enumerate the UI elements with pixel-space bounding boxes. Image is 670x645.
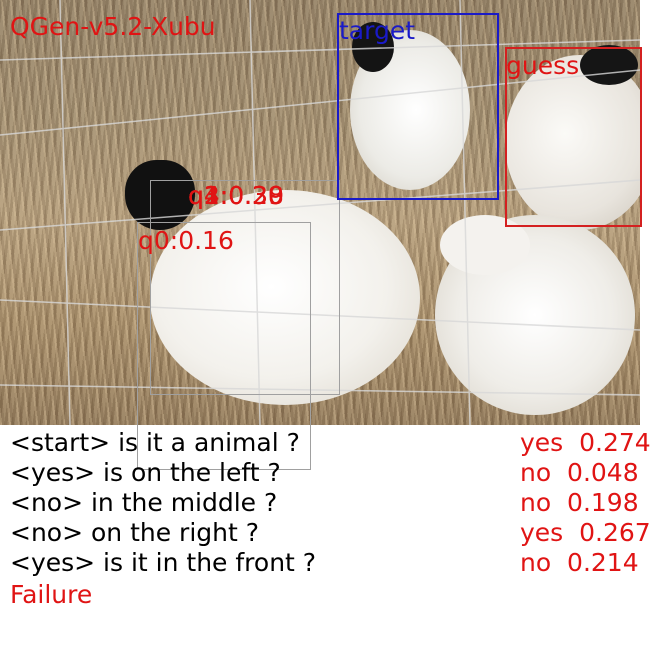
target-label: target: [339, 16, 416, 45]
score-label-q4: q4:0.20: [188, 181, 284, 210]
guess-label: guess: [506, 51, 580, 80]
sheep-target-head: [352, 22, 394, 72]
candidate-box-q0: [137, 222, 311, 470]
sheep-main: [150, 190, 420, 405]
dialog-answer-2: no 0.048: [520, 458, 639, 487]
dialog-answer-3: no 0.198: [520, 488, 639, 517]
result-status: Failure: [10, 580, 93, 609]
guess-bounding-box: [505, 47, 642, 227]
score-label-q2: q2:0.39: [188, 181, 284, 210]
dialog-answer-1: yes 0.274: [520, 428, 651, 457]
dialog-question-3: <no> in the middle ?: [10, 488, 278, 517]
dialog-question-2: <yes> is on the left ?: [10, 458, 281, 487]
dialog-question-5: <yes> is it in the front ?: [10, 548, 317, 577]
dialog-answer-4: yes 0.267: [520, 518, 651, 547]
photo-scene: [0, 0, 640, 425]
score-label-q3: q3:0.30: [188, 181, 284, 210]
sheep-guess-head: [580, 45, 638, 85]
dialog-question-4: <no> on the right ?: [10, 518, 259, 547]
sheep-guess: [505, 55, 640, 230]
sheep-main-head: [125, 160, 195, 230]
score-label-q0: q0:0.16: [138, 226, 234, 255]
dialog-question-1: <start> is it a animal ?: [10, 428, 300, 457]
target-bounding-box: [337, 13, 499, 200]
model-name-label: QGen-v5.2-Xubu: [10, 12, 216, 41]
candidate-box-q1: [150, 180, 340, 395]
score-label-q1: q1:0.38: [188, 181, 284, 210]
dialog-answer-5: no 0.214: [520, 548, 639, 577]
wire-fence: [0, 0, 640, 425]
